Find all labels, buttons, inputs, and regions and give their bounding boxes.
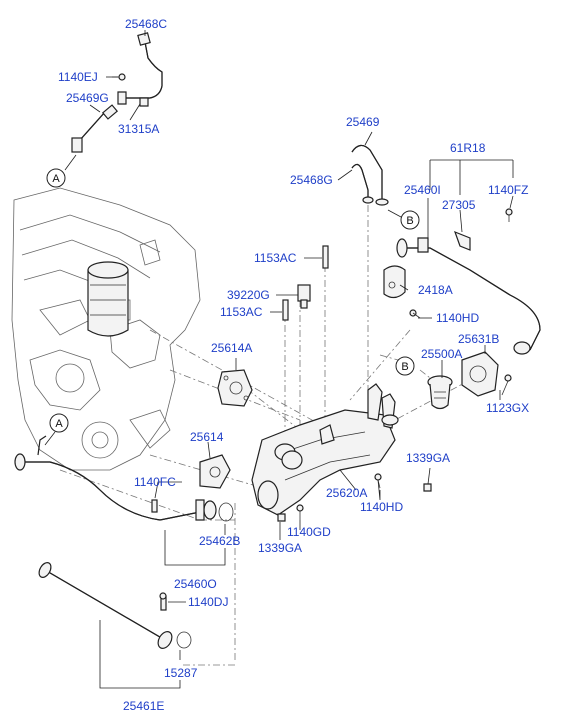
heater-pipe-right [396,208,541,355]
label-25460I: 25460I [404,183,441,197]
label-2418A: 2418A [418,283,453,297]
svg-text:A: A [55,418,63,430]
oil-filter [87,261,129,337]
label-1153AC-top: 1153AC [254,251,297,265]
svg-text:B: B [401,361,408,373]
coolant-pipe-bottom [38,562,192,649]
callout-B-top: B [387,209,420,230]
callout-A-top: A [46,154,77,188]
label-1140DJ: 1140DJ [188,595,228,609]
sensor-and-bolts [282,245,329,321]
gasket-25614 [199,454,231,489]
label-1339GA-bot: 1339GA [258,541,302,555]
bracket-2418A [383,265,421,319]
guide-lines [59,205,471,666]
label-1339GA-right: 1339GA [406,451,450,465]
label-1123GX: 1123GX [486,401,529,415]
label-39220G: 39220G [227,288,270,302]
label-1140GD: 1140GD [287,525,331,539]
callout-B-mid: B [395,356,415,376]
label-25500A: 25500A [421,347,462,361]
label-25461E: 25461E [123,699,164,713]
water-outlet-housing [251,383,399,516]
label-25469G: 25469G [66,91,109,105]
label-1140HD-bot: 1140HD [360,500,403,514]
label-25614: 25614 [190,430,224,444]
label-1140FC: 1140FC [134,475,176,489]
label-25631B: 25631B [458,332,499,346]
leader-lines [89,30,514,689]
label-25620A: 25620A [326,486,367,500]
coolant-pipe-lower [14,435,234,522]
label-1140EJ: 1140EJ [58,70,98,84]
label-1140FZ: 1140FZ [488,183,528,197]
label-1140HD-top: 1140HD [436,311,479,325]
label-15287: 15287 [164,666,198,680]
label-25468C: 25468C [125,17,167,31]
gasket-25614A [217,369,253,407]
svg-text:B: B [406,215,413,227]
housing-bolts [277,473,432,522]
label-25614A: 25614A [211,341,252,355]
label-25462B: 25462B [199,534,240,548]
bypass-tube-assembly [71,32,163,153]
radiator-hose-upper [351,144,389,206]
label-1153AC-mid: 1153AC [220,305,263,319]
label-61R18: 61R18 [450,141,486,155]
label-31315A: 31315A [118,122,159,136]
callout-A-mid: A [44,413,69,446]
thermostat-cover [461,351,512,397]
label-25460O: 25460O [174,577,217,591]
label-25469: 25469 [346,115,380,129]
label-25468G: 25468G [290,173,333,187]
part-labels: 25468C 1140EJ 25469G 31315A 25469 25468G… [58,17,529,713]
label-27305: 27305 [442,198,476,212]
svg-text:A: A [52,173,60,185]
thermostat [427,375,453,410]
